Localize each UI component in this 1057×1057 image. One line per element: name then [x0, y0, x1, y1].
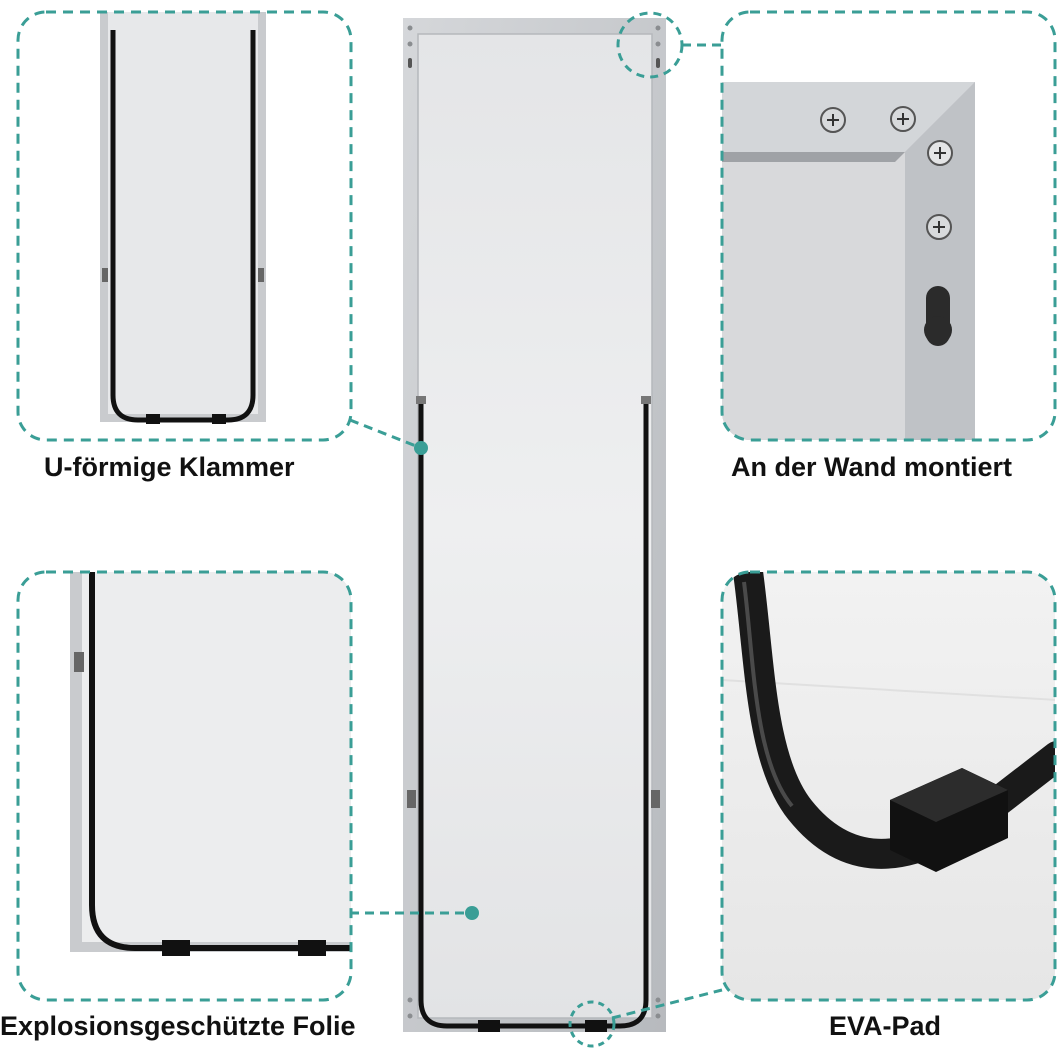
keyhole-slot-icon — [924, 286, 952, 346]
panel-clip — [18, 12, 351, 440]
label-pad: EVA-Pad — [829, 1011, 942, 1041]
eva-pad-icon — [890, 768, 1008, 872]
screw-icon — [890, 106, 916, 132]
panel-pad-border — [720, 570, 1057, 1002]
callout-ring-bottom — [568, 1000, 616, 1048]
label-wall: An der Wand montiert — [731, 452, 1012, 482]
panel-clip-border — [16, 10, 353, 442]
screw-icon — [927, 140, 953, 166]
label-film: Explosionsgeschützte Folie — [0, 1011, 356, 1041]
panel-wall — [722, 12, 1055, 440]
screw-icon — [820, 107, 846, 133]
screw-icon — [926, 214, 952, 240]
panel-pad — [722, 572, 1055, 1000]
panel-film-border — [16, 570, 353, 1002]
label-clip: U-förmige Klammer — [44, 452, 295, 482]
panel-film — [18, 572, 351, 1000]
mirror-main — [403, 18, 666, 1032]
panel-wall-border — [720, 10, 1057, 442]
callout-connectors — [349, 43, 723, 1020]
